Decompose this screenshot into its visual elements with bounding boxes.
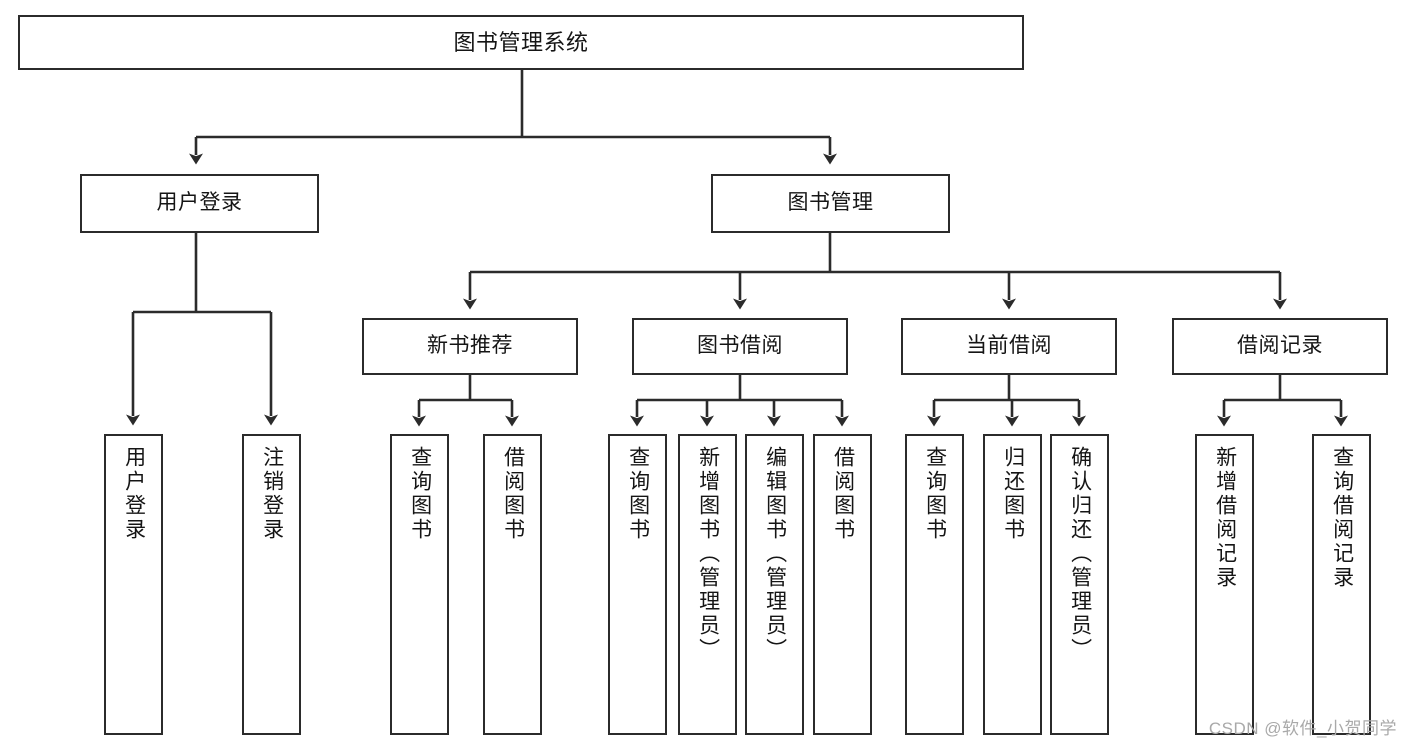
node-leaf-query-record-label: 查询借阅记录 (1330, 446, 1354, 590)
node-leaf-query-book-2-label: 查询图书 (626, 446, 650, 542)
node-leaf-user-login-label: 用户登录 (122, 446, 146, 542)
node-leaf-edit-book[interactable]: 编辑图书（管理员） (745, 434, 804, 735)
node-user-login[interactable]: 用户登录 (80, 174, 319, 233)
node-leaf-borrow-book-1[interactable]: 借阅图书 (483, 434, 542, 735)
node-leaf-confirm-return-label: 确认归还（管理员） (1068, 446, 1092, 662)
node-leaf-add-record[interactable]: 新增借阅记录 (1195, 434, 1254, 735)
node-leaf-borrow-book-2[interactable]: 借阅图书 (813, 434, 872, 735)
node-user-login-label: 用户登录 (156, 191, 243, 215)
node-leaf-add-book[interactable]: 新增图书（管理员） (678, 434, 737, 735)
node-leaf-return-book[interactable]: 归还图书 (983, 434, 1042, 735)
node-leaf-query-book-1-label: 查询图书 (408, 446, 432, 542)
node-leaf-query-book-2[interactable]: 查询图书 (608, 434, 667, 735)
node-leaf-borrow-book-1-label: 借阅图书 (501, 446, 525, 542)
node-new-book-recommend-label: 新书推荐 (427, 334, 513, 358)
node-leaf-query-book-1[interactable]: 查询图书 (390, 434, 449, 735)
node-leaf-add-book-label: 新增图书（管理员） (696, 446, 720, 662)
node-leaf-user-logout-label: 注销登录 (260, 446, 284, 542)
node-book-borrow[interactable]: 图书借阅 (632, 318, 848, 375)
node-leaf-query-book-3-label: 查询图书 (923, 446, 947, 542)
node-leaf-confirm-return[interactable]: 确认归还（管理员） (1050, 434, 1109, 735)
node-root-label: 图书管理系统 (453, 29, 589, 55)
node-leaf-query-record[interactable]: 查询借阅记录 (1312, 434, 1371, 735)
node-borrow-record[interactable]: 借阅记录 (1172, 318, 1388, 375)
node-borrow-record-label: 借阅记录 (1237, 334, 1323, 358)
node-leaf-borrow-book-2-label: 借阅图书 (831, 446, 855, 542)
node-book-borrow-label: 图书借阅 (697, 334, 783, 358)
node-leaf-query-book-3[interactable]: 查询图书 (905, 434, 964, 735)
node-leaf-user-login[interactable]: 用户登录 (104, 434, 163, 735)
node-current-borrow-label: 当前借阅 (966, 334, 1052, 358)
node-root[interactable]: 图书管理系统 (18, 15, 1024, 70)
node-current-borrow[interactable]: 当前借阅 (901, 318, 1117, 375)
node-leaf-user-logout[interactable]: 注销登录 (242, 434, 301, 735)
node-new-book-recommend[interactable]: 新书推荐 (362, 318, 578, 375)
node-book-management-label: 图书管理 (787, 191, 874, 215)
node-book-management[interactable]: 图书管理 (711, 174, 950, 233)
node-leaf-add-record-label: 新增借阅记录 (1213, 446, 1237, 590)
node-leaf-return-book-label: 归还图书 (1001, 446, 1025, 542)
node-leaf-edit-book-label: 编辑图书（管理员） (763, 446, 787, 662)
